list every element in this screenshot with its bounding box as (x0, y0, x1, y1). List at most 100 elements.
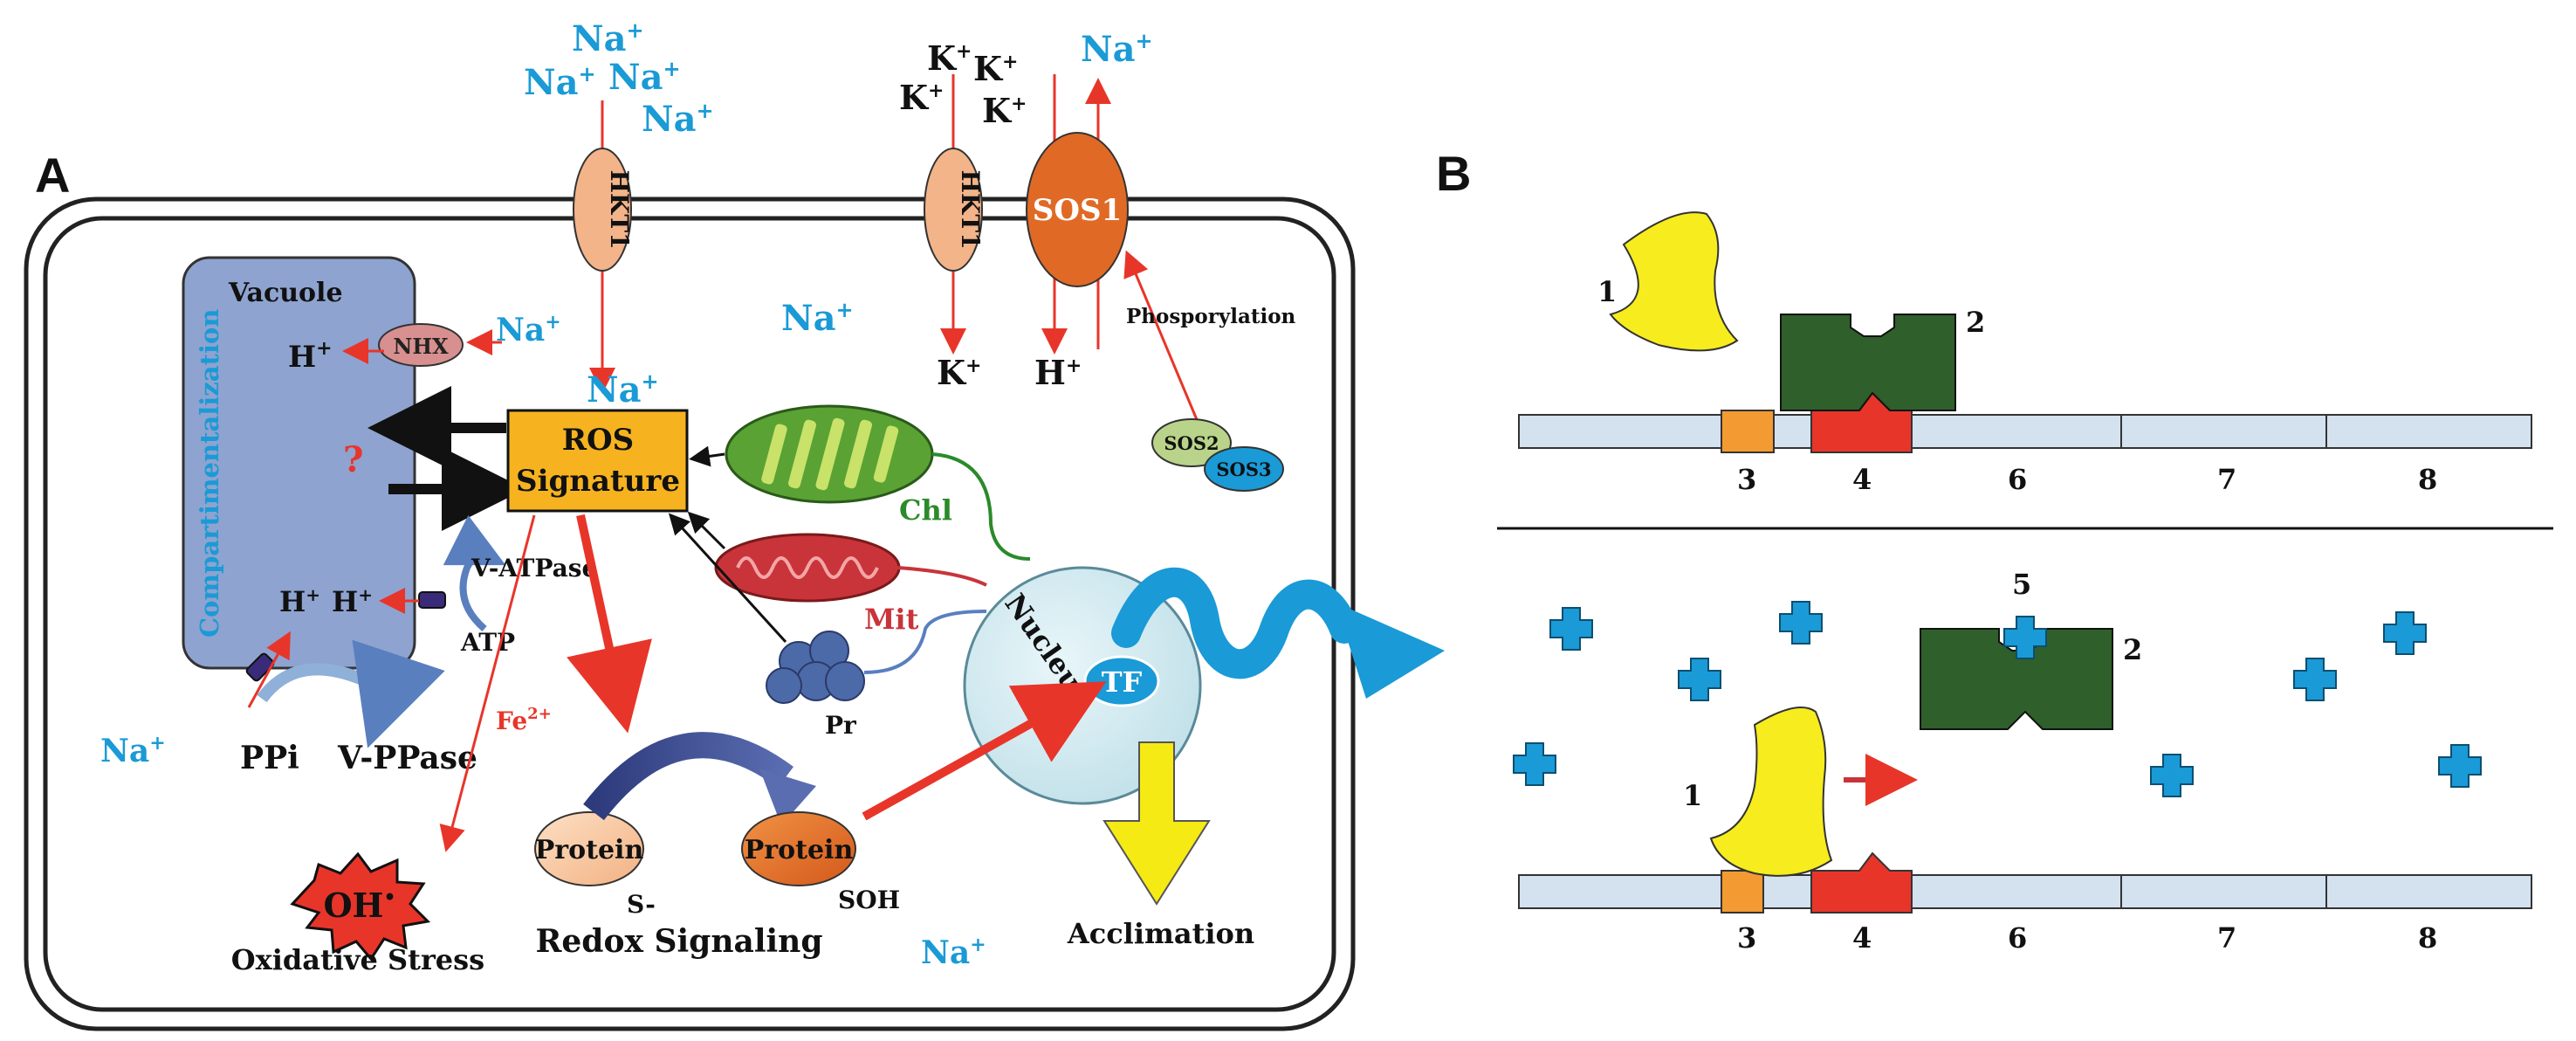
redox-curve-arrow (583, 732, 793, 821)
na-left: Na+ (100, 732, 166, 769)
protein-1-top (1609, 211, 1739, 352)
v-atpase-label: V-ATPase (471, 554, 597, 583)
signature-label: Signature (516, 464, 680, 499)
sos3-protein (1204, 446, 1284, 492)
bottom-num-4: 4 (1852, 921, 1872, 955)
acclimation-arrow (1103, 741, 1211, 906)
na-top-3: Na+ (608, 56, 681, 98)
oh-label: OH• (323, 886, 395, 925)
protein-reduced (534, 811, 644, 886)
nhx-h: H+ (288, 337, 333, 375)
tf-label: TF (1102, 665, 1143, 699)
sos1-label: SOS1 (1033, 193, 1122, 228)
protein-oxidized (741, 811, 856, 886)
h-sos1-in: H+ (1034, 353, 1082, 392)
oh-burst-icon (290, 851, 431, 962)
protein-2-bottom (1920, 628, 2113, 730)
site-3-top (1721, 410, 1775, 453)
k-top-3: K+ (899, 78, 944, 117)
pr-label: Pr (825, 711, 857, 740)
bottom-num-7: 7 (2217, 921, 2236, 955)
hkt1-right (924, 148, 983, 272)
site-3-bottom (1721, 870, 1764, 913)
nhx-label: NHX (393, 334, 449, 359)
bottom-num-3: 3 (1737, 921, 1756, 955)
nhx-na: Na+ (496, 311, 561, 348)
pr-ros-arrow (668, 513, 787, 644)
na-top-1: Na+ (572, 17, 644, 59)
ligand-cross-7 (1513, 742, 1556, 786)
mit-label: Mit (864, 603, 919, 636)
mit-ros-arrow (687, 511, 726, 550)
top-num-7: 7 (2217, 463, 2236, 496)
k-top-2: K+ (973, 49, 1018, 88)
k-top-4: K+ (982, 91, 1027, 130)
chl-ros-arrow (689, 445, 725, 467)
v-atpase-pump (418, 591, 446, 609)
ligand-group (1513, 601, 2482, 797)
protein-tf-arrow (862, 681, 1107, 821)
top-num-6: 6 (2008, 463, 2027, 496)
ligand-cross-3 (1678, 658, 1721, 701)
v-atpase-h1: H+ (332, 584, 373, 618)
k-below: K+ (937, 353, 981, 392)
sos1-transporter (1026, 132, 1129, 287)
question-mark: ? (343, 439, 363, 480)
redox-signaling-label: Redox Signaling (535, 923, 822, 960)
pr-nucleus-link (863, 610, 987, 674)
sos2-label: SOS2 (1164, 432, 1219, 454)
top-num-8: 8 (2418, 463, 2437, 496)
tf-wave-arrowhead (1336, 603, 1445, 699)
bottom-num-8: 8 (2418, 921, 2437, 955)
k-top-1: K+ (927, 38, 972, 78)
ros-oh-arrow (439, 514, 536, 852)
ligand-cross-6 (2383, 611, 2427, 655)
ligand-cross-8 (2150, 754, 2194, 797)
top-num-4: 4 (1852, 463, 1872, 496)
na-sos1-out: Na+ (1081, 28, 1153, 70)
protein-1-bottom (1709, 707, 1833, 877)
fe-label: Fe2+ (496, 705, 552, 735)
acclimation-label: Acclimation (1067, 917, 1254, 950)
protein-cluster-pr (766, 631, 865, 704)
protein-oxidized-label: Protein (745, 835, 854, 865)
top-num-3: 3 (1737, 463, 1756, 496)
protein-2-top (1780, 314, 1956, 411)
v-atpase-h2: H+ (279, 584, 320, 618)
site-4-bottom (1810, 851, 1913, 913)
sos3-label: SOS3 (1216, 458, 1271, 480)
ligand-cross-9 (2438, 744, 2482, 788)
v-ppase-label: V-PPase (337, 740, 477, 776)
phosphorylation-arrow (1123, 250, 1202, 429)
bottom-num-5: 5 (2012, 568, 2031, 601)
na-top-2: Na+ (524, 61, 596, 103)
na-top-4: Na+ (642, 98, 714, 140)
ligand-cross-2 (1779, 601, 1823, 645)
redox-curve-arrowhead (759, 769, 816, 825)
v-ppase-curve (257, 639, 445, 748)
v-ppase-h-arrow (247, 631, 291, 708)
v-atpase-curve (443, 514, 506, 632)
bottom-num-2: 2 (2123, 633, 2142, 666)
soh-label: SOH (838, 886, 900, 914)
ros-label: ROS (562, 423, 634, 458)
protein-reduced-label: Protein (535, 835, 644, 865)
ligand-cross-1 (1549, 607, 1593, 651)
s-minus-label: S- (627, 890, 656, 919)
sos2-protein (1151, 418, 1232, 467)
compartmentalization-label: Compartimentalization (195, 309, 224, 638)
chl-nucleus-link (931, 452, 1031, 561)
mit-nucleus-link (896, 566, 987, 587)
na-below-hkt1: Na+ (587, 369, 659, 410)
phosphorylation-label: Phosporylation (1126, 305, 1296, 328)
nhx-transporter (378, 323, 464, 367)
ros-protein-arrow (567, 514, 652, 734)
oxidative-stress-label: Oxidative Stress (231, 943, 484, 976)
panel-a-label: A (35, 148, 70, 203)
chloroplast-thylakoids (761, 417, 899, 491)
top-num-1: 1 (1597, 275, 1617, 308)
dna-top (1518, 414, 2532, 449)
na-bottom: Na+ (921, 934, 986, 971)
ligand-cross-5 (2293, 658, 2337, 701)
atp-label: ATP (460, 628, 515, 657)
